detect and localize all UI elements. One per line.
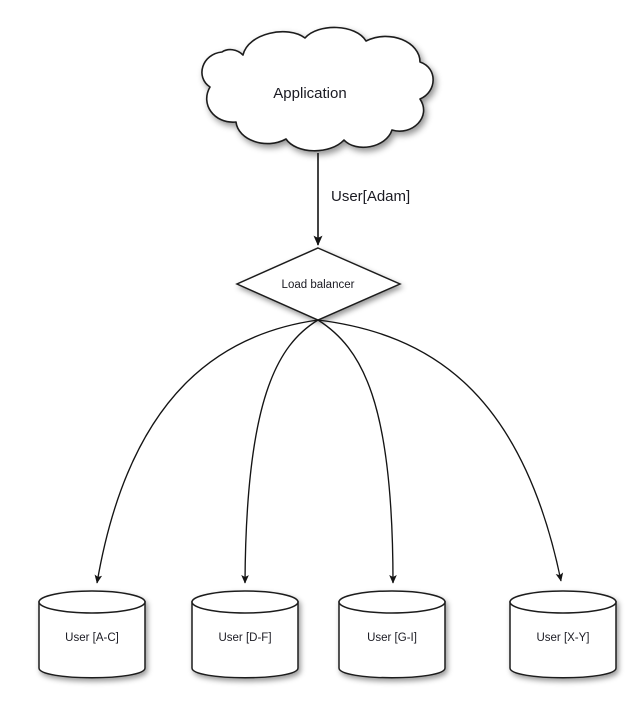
edge-to-db-3 [317,319,397,584]
node-database-4[interactable]: User [X-Y] [509,590,617,679]
application-label: Application [273,85,346,102]
load-balancer-label: Load balancer [282,279,355,291]
edge-to-db-1 [94,319,319,584]
node-database-3[interactable]: User [G-I] [338,590,446,679]
edge-label-user-adam: User[Adam] [331,188,410,205]
edges-balancer-to-databases [94,319,564,584]
node-database-2[interactable]: User [D-F] [191,590,299,679]
database-1-label: User [A-C] [65,632,119,644]
node-database-1[interactable]: User [A-C] [38,590,146,679]
node-load-balancer[interactable]: Load balancer [235,247,402,321]
edge-app-to-balancer: User[Adam] [313,153,410,246]
edge-to-db-4 [317,319,564,582]
database-2-label: User [D-F] [218,632,271,644]
node-application[interactable]: Application [201,26,434,152]
database-4-label: User [X-Y] [536,632,589,644]
edge-to-db-2 [241,319,319,584]
database-3-label: User [G-I] [367,632,417,644]
